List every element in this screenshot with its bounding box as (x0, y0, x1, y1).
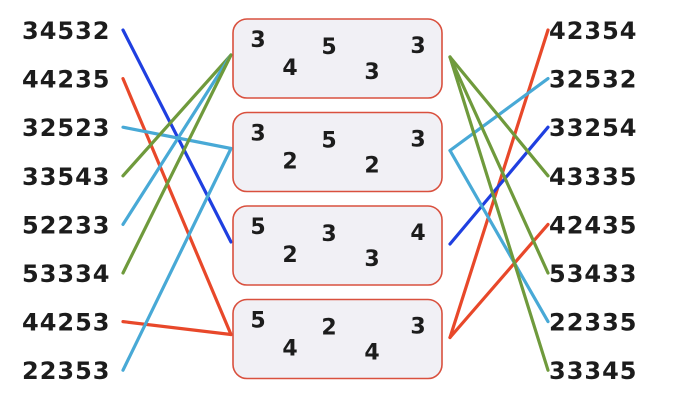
right-label: 32532 (549, 66, 638, 94)
box-digit: 5 (321, 35, 336, 60)
box-digit: 5 (250, 309, 265, 334)
digit-box: 32523 (232, 111, 443, 193)
left-connection-line (121, 53, 233, 275)
box-digit: 4 (410, 221, 425, 246)
right-label: 33345 (549, 357, 638, 385)
digit-box-frame (232, 18, 443, 99)
left-label: 34532 (22, 17, 111, 45)
right-connection-line (448, 55, 550, 178)
left-label: 52233 (22, 211, 111, 239)
right-label: 33254 (549, 114, 638, 142)
box-digit: 2 (321, 316, 336, 341)
box-digit: 2 (282, 243, 297, 268)
left-connection-line (121, 53, 233, 226)
left-connection-line (121, 320, 233, 337)
box-digit: 3 (410, 34, 425, 59)
left-number-column: 34532 44235 32523 33543 52233 53334 4425… (22, 17, 111, 385)
left-label: 44253 (22, 309, 111, 337)
box-digit: 3 (364, 247, 379, 272)
left-connection-line (121, 76, 233, 337)
left-connection-line (121, 53, 233, 178)
box-digit: 3 (250, 122, 265, 147)
right-label: 22335 (549, 309, 638, 337)
right-label: 42435 (549, 211, 638, 239)
right-connection-line (448, 222, 550, 340)
left-label: 53334 (22, 260, 111, 288)
digit-box-frame (232, 205, 443, 286)
left-label: 22353 (22, 357, 111, 385)
connection-lines (121, 28, 550, 372)
box-digit: 2 (364, 154, 379, 179)
right-label: 43335 (549, 163, 638, 191)
box-digit: 3 (321, 222, 336, 247)
left-label: 32523 (22, 114, 111, 142)
left-connection-line (121, 146, 233, 372)
right-connection-line (448, 55, 550, 275)
left-label: 33543 (22, 163, 111, 191)
right-label: 53433 (549, 260, 638, 288)
box-digit: 2 (282, 150, 297, 175)
box-digit: 4 (282, 337, 297, 362)
box-digit: 3 (364, 60, 379, 85)
left-label: 44235 (22, 66, 111, 94)
digit-box-frame (232, 298, 443, 380)
right-connection-line (448, 125, 550, 246)
right-connection-line (448, 55, 550, 372)
box-digit: 5 (250, 215, 265, 240)
box-digit: 3 (250, 28, 265, 53)
digit-box-frame (232, 111, 443, 193)
right-connection-line (448, 148, 550, 324)
right-number-column: 42354 32532 33254 43335 42435 53433 2233… (549, 17, 638, 385)
box-digit: 3 (410, 315, 425, 340)
box-digit: 4 (282, 56, 297, 81)
left-connection-line (121, 28, 233, 244)
right-label: 42354 (549, 17, 638, 45)
box-digit: 3 (410, 128, 425, 153)
box-digit: 4 (364, 341, 379, 366)
box-digit: 5 (321, 129, 336, 154)
